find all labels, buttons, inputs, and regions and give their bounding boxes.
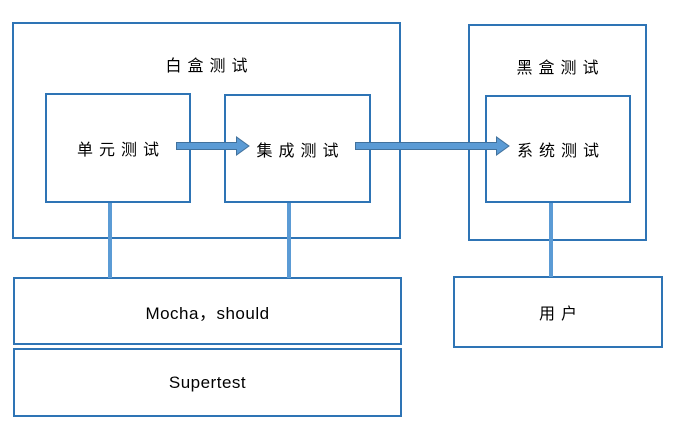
connector-integration-to-mocha [287,203,291,278]
mocha-should-label: Mocha，should [145,303,270,323]
group-black-box-testing: 黑盒测试 [468,24,647,241]
node-supertest: Supertest [13,348,402,417]
node-system-test: 系统测试 [485,95,631,203]
connector-system-to-user [549,203,553,277]
black-box-testing-label: 黑盒测试 [516,60,605,77]
white-box-testing-label: 白盒测试 [165,58,254,75]
system-test-label: 系统测试 [516,143,605,160]
user-label: 用户 [538,306,583,323]
group-white-box-testing: 白盒测试 [12,22,401,239]
integration-test-label: 集成测试 [256,142,345,160]
supertest-label: Supertest [168,372,247,392]
node-mocha-should: Mocha，should [13,277,402,345]
node-user: 用户 [453,276,663,348]
unit-test-label: 单元测试 [76,142,165,159]
node-unit-test: 单元测试 [45,93,191,203]
connector-unit-to-mocha [108,203,112,278]
arrow-integration-to-system-icon [355,136,510,156]
arrow-unit-to-integration-icon [176,136,250,156]
